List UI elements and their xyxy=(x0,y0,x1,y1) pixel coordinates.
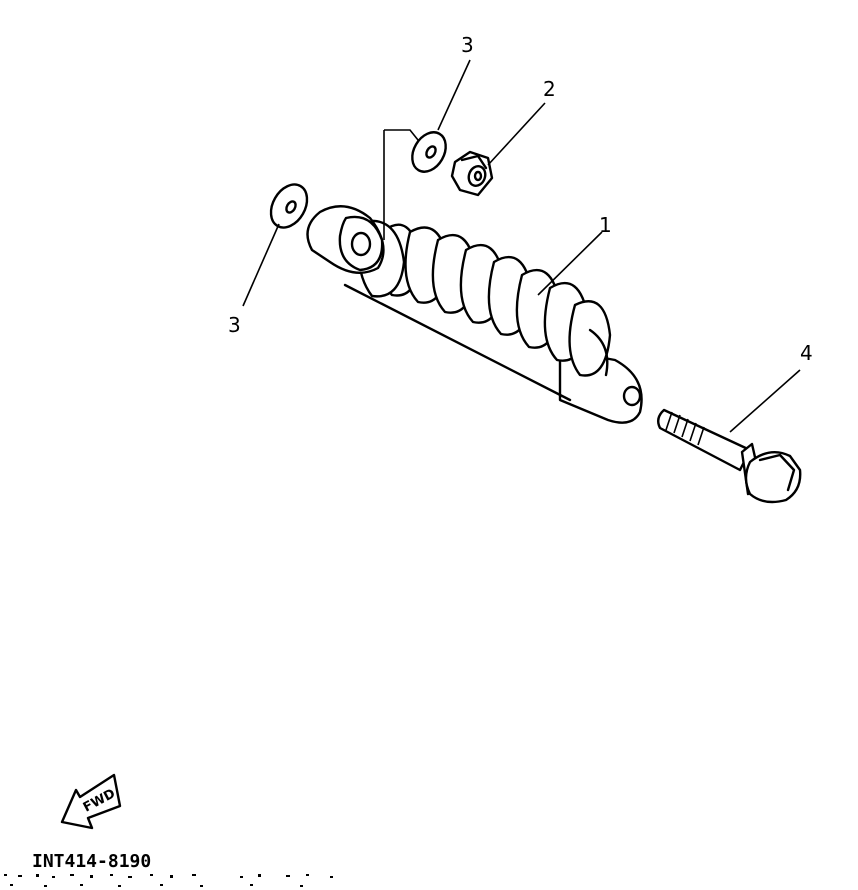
upper-mount-hole xyxy=(350,231,372,257)
reference-code: INT414-8190 xyxy=(32,851,151,872)
shock-absorber xyxy=(306,205,643,424)
callout-shock-absorber: 1 xyxy=(599,213,612,237)
forward-direction-arrow: FWD xyxy=(60,773,122,830)
flange-bolt xyxy=(657,408,802,504)
flange-nut xyxy=(450,150,494,197)
leader-lines xyxy=(242,59,801,433)
washer-upper xyxy=(411,131,447,173)
callout-nut: 2 xyxy=(543,77,556,101)
callout-washer-upper: 3 xyxy=(461,33,474,57)
spring-coils xyxy=(378,223,612,377)
scan-artifacts xyxy=(4,874,333,887)
lower-mount-hole xyxy=(622,385,642,407)
callout-bolt: 4 xyxy=(800,341,813,365)
callout-washer-left: 3 xyxy=(228,313,241,337)
washer-left xyxy=(269,183,309,229)
